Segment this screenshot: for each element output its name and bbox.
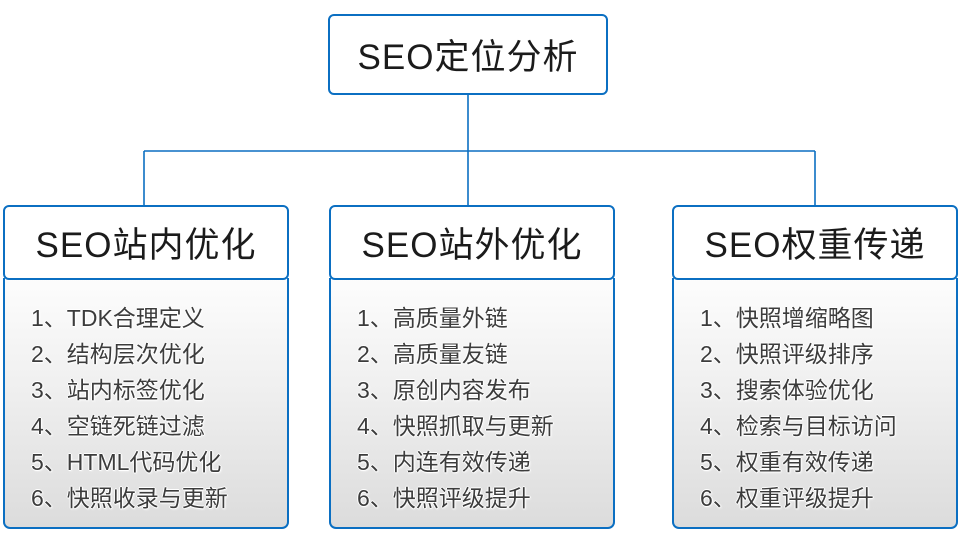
column-offsite-optimization: SEO站外优化 1、高质量外链 2、高质量友链 3、原创内容发布 4、快照抓取与…	[329, 205, 615, 529]
list-item: 3、搜索体验优化	[700, 377, 874, 403]
root-node: SEO定位分析	[328, 14, 608, 95]
column-weight-title: SEO权重传递	[704, 226, 926, 265]
list-item: 2、高质量友链	[357, 341, 508, 367]
list-item: 1、快照增缩略图	[700, 305, 874, 331]
column-onsite-optimization: SEO站内优化 1、TDK合理定义 2、结构层次优化 3、站内标签优化 4、空链…	[3, 205, 289, 529]
column-offsite-list: 1、高质量外链 2、高质量友链 3、原创内容发布 4、快照抓取与更新 5、内连有…	[329, 278, 615, 529]
column-offsite-header: SEO站外优化	[329, 205, 615, 280]
list-item: 6、快照收录与更新	[31, 485, 228, 511]
list-item: 6、快照评级提升	[357, 485, 531, 511]
list-item: 3、站内标签优化	[31, 377, 205, 403]
column-onsite-title: SEO站内优化	[35, 226, 257, 265]
list-item: 4、空链死链过滤	[31, 413, 205, 439]
column-onsite-header: SEO站内优化	[3, 205, 289, 280]
column-onsite-list: 1、TDK合理定义 2、结构层次优化 3、站内标签优化 4、空链死链过滤 5、H…	[3, 278, 289, 529]
list-item: 4、快照抓取与更新	[357, 413, 554, 439]
column-weight-header: SEO权重传递	[672, 205, 958, 280]
root-node-title: SEO定位分析	[357, 38, 579, 77]
list-item: 6、权重评级提升	[700, 485, 874, 511]
list-item: 2、结构层次优化	[31, 341, 205, 367]
list-item: 5、HTML代码优化	[31, 449, 222, 475]
column-offsite-title: SEO站外优化	[361, 226, 583, 265]
column-weight-list: 1、快照增缩略图 2、快照评级排序 3、搜索体验优化 4、检索与目标访问 5、权…	[672, 278, 958, 529]
list-item: 4、检索与目标访问	[700, 413, 897, 439]
list-item: 2、快照评级排序	[700, 341, 874, 367]
list-item: 5、内连有效传递	[357, 449, 531, 475]
column-weight-transfer: SEO权重传递 1、快照增缩略图 2、快照评级排序 3、搜索体验优化 4、检索与…	[672, 205, 958, 529]
list-item: 3、原创内容发布	[357, 377, 531, 403]
list-item: 1、TDK合理定义	[31, 305, 205, 331]
list-item: 5、权重有效传递	[700, 449, 874, 475]
list-item: 1、高质量外链	[357, 305, 508, 331]
